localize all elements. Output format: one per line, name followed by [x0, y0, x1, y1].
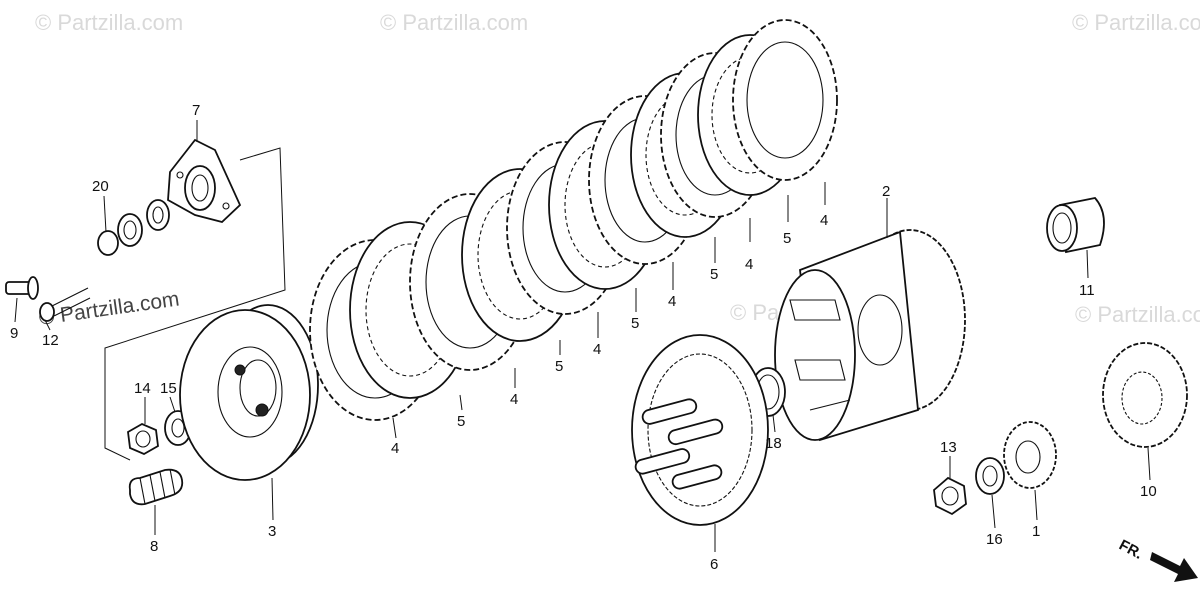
- bearing-plate-part-7: [167, 138, 242, 223]
- callout-4: 4: [510, 391, 518, 408]
- callout-11: 11: [1079, 282, 1095, 299]
- callout-5: 5: [457, 413, 465, 430]
- screw-part-12: [39, 287, 91, 322]
- callout-5: 5: [783, 230, 791, 247]
- callout-4: 4: [820, 212, 828, 229]
- callout-14: 14: [134, 380, 151, 397]
- gear-part-1: [1003, 421, 1057, 489]
- clutch-outer-part-2: [774, 229, 966, 442]
- callout-15: 15: [160, 380, 177, 397]
- front-direction-indicator: FR.: [1116, 537, 1198, 582]
- nut-part-13: [933, 476, 967, 516]
- callout-5: 5: [710, 266, 718, 283]
- callout-5: 5: [631, 315, 639, 332]
- callout-8: 8: [150, 538, 158, 555]
- callout-2: 2: [882, 183, 890, 200]
- collar-part-11: [1046, 197, 1105, 254]
- watermark: © Partzilla.com: [37, 287, 180, 329]
- gear-part-10: [1102, 342, 1188, 448]
- callout-4: 4: [745, 256, 753, 273]
- callout-9: 9: [10, 325, 18, 342]
- clutch-center-part-6: [631, 334, 769, 526]
- arrow-icon: [1150, 552, 1198, 582]
- leader-lines: [14, 120, 1151, 552]
- callout-12: 12: [42, 332, 59, 349]
- washer-part-16: [975, 457, 1005, 495]
- watermark: © Partzilla.com: [35, 10, 183, 35]
- friction-disc-4f: [732, 19, 838, 181]
- watermark: © Partzilla.com: [1072, 10, 1200, 35]
- callout-20: 20: [92, 178, 109, 195]
- callout-10: 10: [1140, 483, 1157, 500]
- callout-7: 7: [192, 102, 200, 119]
- callout-13: 13: [940, 439, 957, 456]
- watermark: © Partzilla.com: [380, 10, 528, 35]
- washer-ring: [146, 199, 170, 231]
- bracket-line: [104, 147, 286, 461]
- callout-labels: 7 20 9 12 14 15 8 3 4 5 4 5 4 5 4 5 4 5 …: [10, 102, 1157, 573]
- callout-4: 4: [593, 341, 601, 358]
- watermark: © Partzilla.com: [1075, 302, 1200, 327]
- nut-part-14: [127, 422, 159, 456]
- fr-label: FR.: [1116, 537, 1145, 563]
- bearing-ring: [117, 213, 143, 247]
- callout-3: 3: [268, 523, 276, 540]
- circlip-part-20: [97, 230, 119, 256]
- callout-4: 4: [391, 440, 399, 457]
- callout-18: 18: [765, 435, 782, 452]
- callout-1: 1: [1032, 523, 1040, 540]
- callout-4: 4: [668, 293, 676, 310]
- callout-16: 16: [986, 531, 1003, 548]
- spring-part-8: [128, 468, 184, 506]
- callout-5: 5: [555, 358, 563, 375]
- bolt-part-9: [5, 276, 39, 300]
- pressure-plate-part-3: [179, 304, 319, 481]
- callout-6: 6: [710, 556, 718, 573]
